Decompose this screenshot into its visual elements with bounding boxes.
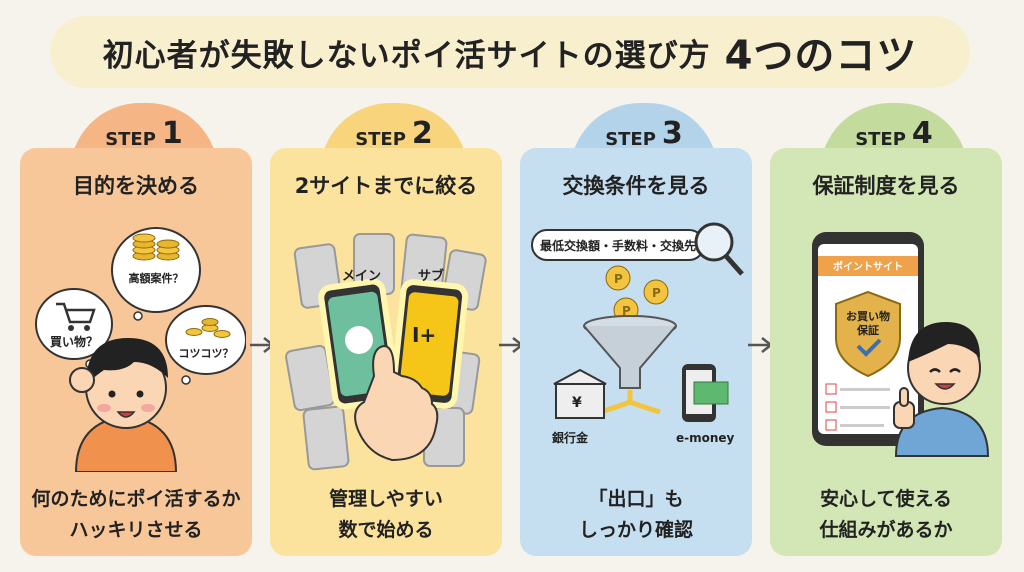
emoney-phone-icon: e-money	[676, 364, 735, 445]
cart-icon	[56, 302, 96, 331]
step-4-title: 保証制度を見る	[812, 174, 960, 198]
shield-text-line: お買い物	[846, 309, 890, 323]
coin-stack-icon	[132, 233, 180, 261]
step-2-title: 2サイトまでに絞る	[294, 174, 478, 198]
funnel-icon	[583, 315, 677, 389]
funnel-illustration: 最低交換額・手数料・交換先 P P P ¥ 銀行金 e-money	[531, 222, 744, 445]
step-label: STEP	[605, 129, 656, 150]
svg-text:¥: ¥	[572, 395, 582, 411]
svg-text:P: P	[614, 272, 623, 286]
caption-line: ハッキリさせる	[69, 519, 203, 541]
step-number: 1	[161, 116, 183, 151]
smiling-person	[893, 322, 990, 457]
shield-text-line: 保証	[856, 323, 879, 337]
p-coins-icon: P P P	[605, 265, 669, 323]
bank-label: 銀行金	[551, 430, 589, 445]
sub-tag: サブ	[418, 268, 444, 284]
caption-line: 安心して使える	[820, 488, 952, 510]
step-3-caption: 「出口」も しっかり確認	[520, 484, 752, 546]
person	[69, 338, 178, 472]
small-coins-icon	[185, 318, 231, 338]
step-2-caption: 管理しやすい 数で始める	[270, 484, 502, 546]
small-coins-bubble: コツコツ？	[165, 305, 246, 385]
coins-bubble-text: 高額案件？	[129, 271, 184, 285]
svg-text:P: P	[652, 286, 661, 300]
step-number: 2	[411, 116, 433, 151]
step-1-caption: 何のためにポイ活するか ハッキリさせる	[20, 484, 252, 546]
thumbs-up-icon	[893, 387, 915, 429]
caption-line: 管理しやすい	[329, 488, 443, 510]
magnifier-icon	[694, 222, 744, 276]
cart-bubble: 買い物？	[35, 288, 113, 369]
step-label: STEP	[105, 129, 156, 150]
caption-line: 「出口」も	[588, 488, 684, 510]
conditions-bubble: 最低交換額・手数料・交換先	[531, 229, 705, 261]
step-1-title: 目的を決める	[73, 174, 199, 198]
two-phones-illustration: メイン I+ サブ	[285, 233, 487, 471]
step-label: STEP	[855, 129, 906, 150]
shield-icon: お買い物 保証	[835, 290, 901, 378]
caption-line: 仕組みがあるか	[819, 519, 953, 541]
page-title: 初心者が失敗しないポイ活サイトの選び方 4つのコツ	[50, 16, 970, 88]
conditions-text: 最低交換額・手数料・交換先	[540, 238, 696, 253]
sub-phone: I+ サブ	[389, 268, 469, 409]
guarantee-illustration: ポイントサイト お買い物 保証	[812, 232, 990, 457]
svg-text:I+: I+	[412, 323, 436, 347]
step-3-card: 交換条件を見る 最低交換額・手数料・交換先 P P P ¥ 銀行金	[520, 148, 752, 556]
step-2-card: 2サイトまでに絞る メイン I+ サブ 管理しやすい	[270, 148, 502, 556]
svg-text:P: P	[622, 304, 631, 318]
cart-bubble-text: 買い物？	[50, 334, 98, 349]
checklist	[825, 383, 890, 431]
step-number: 3	[661, 116, 683, 151]
phone-header-text: ポイントサイト	[833, 260, 903, 273]
step-label: STEP	[355, 129, 406, 150]
caption-line: しっかり確認	[578, 519, 693, 541]
step-3-title: 交換条件を見る	[562, 174, 710, 198]
main-tag: メイン	[342, 269, 381, 284]
page-title-highlight: 4つのコツ	[724, 33, 918, 79]
step-number: 4	[911, 116, 933, 151]
pointing-hand-icon	[354, 344, 439, 462]
caption-line: 数で始める	[338, 519, 434, 541]
step-1-card: 目的を決める 買い物？ 高額案件？	[20, 148, 252, 556]
coins-bubble: 高額案件？	[111, 227, 201, 321]
emoney-label: e-money	[676, 431, 735, 445]
step-4-caption: 安心して使える 仕組みがあるか	[770, 484, 1002, 546]
caption-line: 何のためにポイ活するか	[31, 488, 241, 510]
thinking-person-illustration: 買い物？ 高額案件？ コツコツ？	[35, 227, 246, 472]
page-title-text: 初心者が失敗しないポイ活サイトの選び方	[102, 37, 711, 74]
bank-icon: ¥ 銀行金	[551, 368, 607, 445]
small-coins-bubble-text: コツコツ？	[179, 347, 234, 360]
step-4-card: 保証制度を見る ポイントサイト お買い物 保証	[770, 148, 1002, 556]
